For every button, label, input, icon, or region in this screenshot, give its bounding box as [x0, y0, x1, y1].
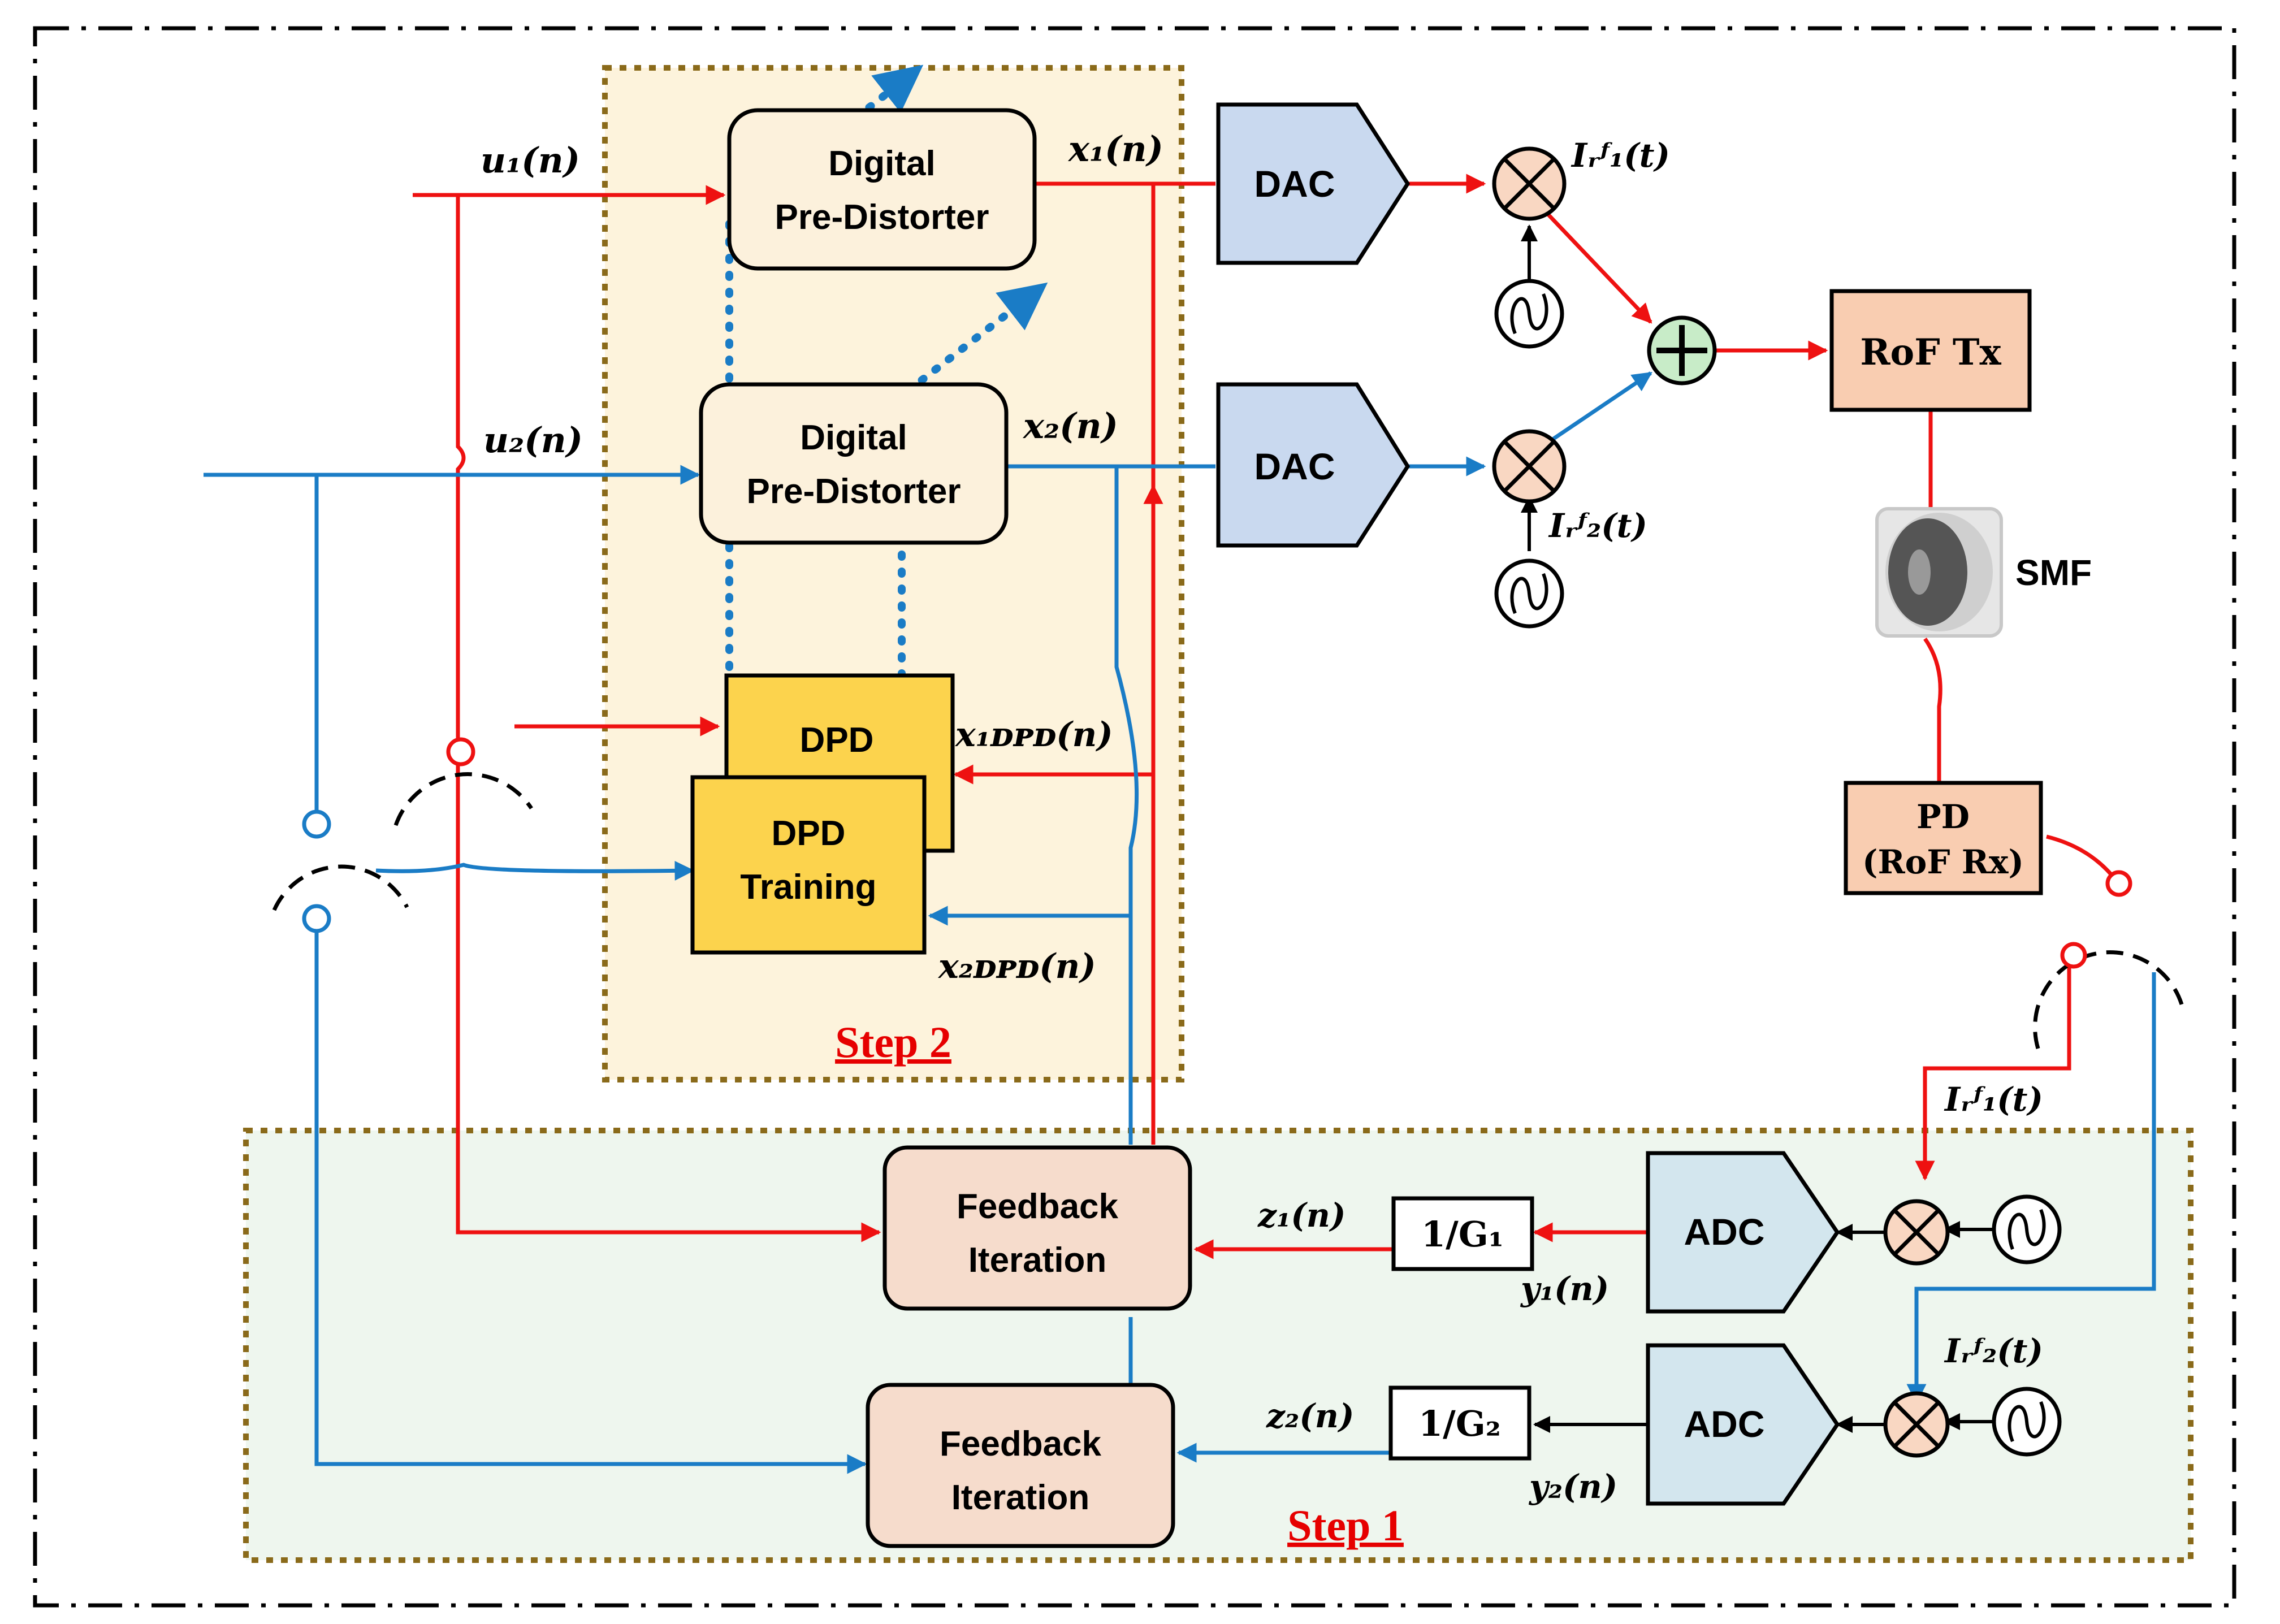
- mixer-4: [1883, 1391, 1950, 1458]
- fb2-line2: Iteration: [951, 1478, 1090, 1517]
- step1-label: Step 1: [1287, 1501, 1404, 1550]
- pd-block: PD (RoF Rx): [1844, 781, 2043, 895]
- dpd-training-block: DPD Training: [690, 775, 927, 955]
- x2dpd-label: x₂ᴅᴘᴅ(n): [937, 947, 1096, 986]
- fiber-spool-icon: [1875, 507, 2003, 638]
- rof-tx-label: RoF Tx: [1860, 331, 2001, 374]
- step1-region: [243, 1128, 2194, 1563]
- u1-to-feedback: [456, 760, 881, 1242]
- x1-label: x₁(n): [1067, 128, 1163, 170]
- x2-label: x₂(n): [1022, 405, 1118, 447]
- dac2-label: DAC: [1254, 445, 1335, 487]
- rx-switch: [2033, 870, 2184, 1049]
- outer-frame: [33, 26, 2236, 1608]
- fb1-line2: Iteration: [968, 1241, 1107, 1280]
- adc-2: ADC: [1646, 1343, 1840, 1506]
- dac-1: DAC: [1216, 102, 1411, 265]
- mixer-1: [1492, 146, 1567, 221]
- u2-to-feedback: [314, 927, 867, 1474]
- irf2-bottom-label: Iᵣᶠ₂(t): [1944, 1332, 2043, 1370]
- adc-1: ADC: [1646, 1151, 1840, 1314]
- u1-vertical-tap: [456, 195, 466, 740]
- dac-2: DAC: [1216, 382, 1411, 548]
- dpd-back-label: DPD: [800, 721, 874, 760]
- fb1-line1: Feedback: [957, 1187, 1119, 1226]
- fb2-line1: Feedback: [940, 1424, 1102, 1463]
- pd-line1: PD: [1916, 798, 1970, 836]
- z2-label: z₂(n): [1266, 1397, 1354, 1435]
- smf-label: SMF: [2015, 552, 2092, 593]
- gain-block-2: 1/G₂: [1388, 1385, 1531, 1461]
- y1-label: y₁(n): [1520, 1270, 1609, 1308]
- dac1-label: DAC: [1254, 163, 1335, 205]
- x1dpd-label: x₁ᴅᴘᴅ(n): [954, 715, 1113, 755]
- y2-label: y₂(n): [1528, 1467, 1617, 1506]
- dpd-training-line1: DPD: [772, 814, 846, 853]
- dpd1-line2: Pre-Distorter: [775, 198, 989, 237]
- mixer-3: [1883, 1199, 1950, 1266]
- gain1-label: 1/G₁: [1421, 1214, 1504, 1255]
- irf1-top-label: Iᵣᶠ₁(t): [1571, 136, 1670, 175]
- feedback-iteration-2: Feedback Iteration: [866, 1383, 1175, 1548]
- x2-tap-down: [928, 466, 1139, 926]
- smf-to-pd: [1923, 637, 1942, 783]
- gain-block-1: 1/G₁: [1391, 1196, 1534, 1271]
- mixer-2: [1492, 429, 1567, 504]
- sine-wave-icon: [1992, 1387, 2062, 1457]
- dpd1-line1: Digital: [828, 144, 935, 183]
- sine-wave-icon: [1494, 279, 1564, 349]
- mixer2-to-combiner: [1537, 371, 1652, 451]
- rof-tx-block: RoF Tx: [1829, 289, 2032, 412]
- sine-wave-icon: [1992, 1194, 2062, 1264]
- switch-rx1: [1915, 955, 2071, 1181]
- adc1-label: ADC: [1684, 1211, 1765, 1253]
- u2-switch: [272, 809, 409, 933]
- u2-label: u₂(n): [483, 419, 583, 461]
- digital-predistorter-2: Digital Pre-Distorter: [699, 382, 1009, 545]
- u2-switch-to-dpd: [375, 860, 695, 881]
- pd-line2: (RoF Rx): [1862, 843, 2024, 881]
- gain2-label: 1/G₂: [1418, 1403, 1501, 1444]
- mixer1-to-combiner: [1536, 202, 1652, 324]
- irf1-bottom-label: Iᵣᶠ₁(t): [1944, 1080, 2043, 1119]
- feedback-iteration-1: Feedback Iteration: [882, 1145, 1192, 1311]
- dpd-training-line2: Training: [740, 868, 876, 907]
- pd-to-switch: [2046, 834, 2119, 884]
- digital-predistorter-1: Digital Pre-Distorter: [727, 108, 1037, 271]
- z1-label: z₁(n): [1257, 1196, 1345, 1235]
- step2-label: Step 2: [835, 1017, 951, 1067]
- sine-wave-icon: [1494, 558, 1564, 629]
- dpd2-line2: Pre-Distorter: [747, 472, 961, 511]
- dpd2-line1: Digital: [800, 418, 907, 457]
- adc2-label: ADC: [1684, 1403, 1765, 1445]
- irf2-top-label: Iᵣᶠ₂(t): [1548, 506, 1647, 545]
- plus-icon: [1647, 315, 1717, 386]
- switch-rx2: [1906, 972, 2156, 1404]
- u1-label: u₁(n): [481, 140, 580, 181]
- u1-switch: [393, 737, 533, 826]
